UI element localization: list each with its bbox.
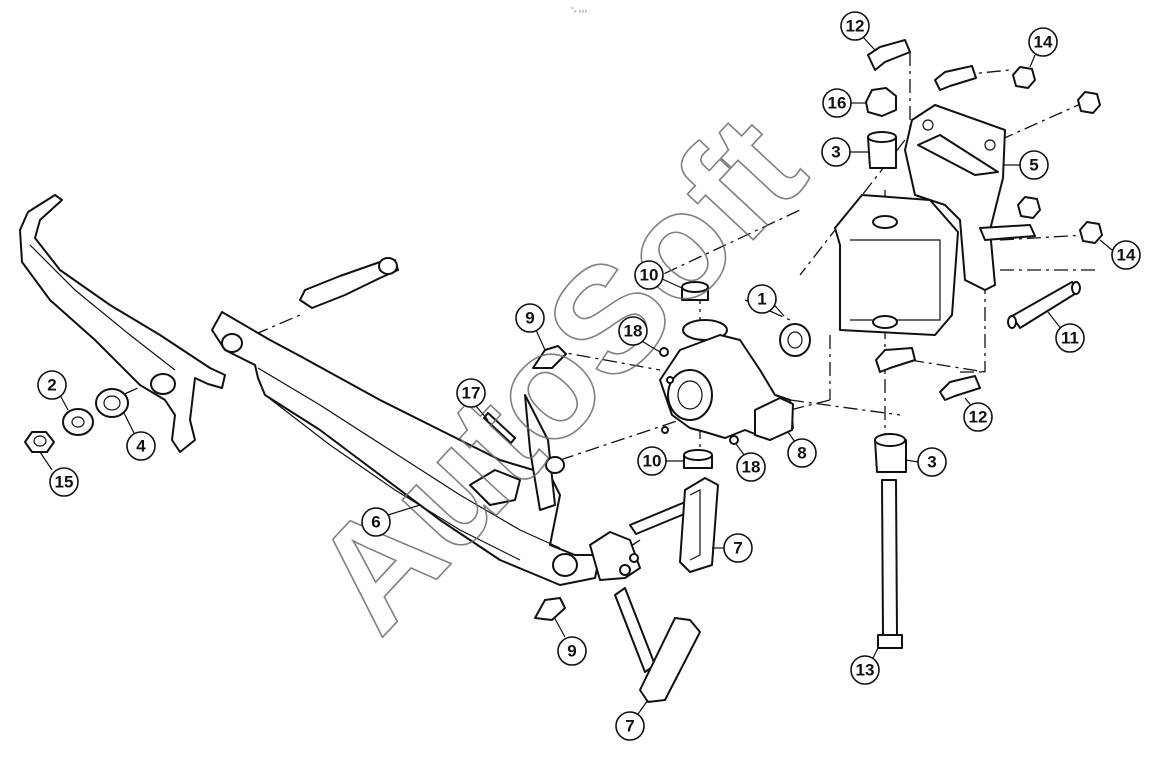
svg-text:12: 12	[846, 17, 865, 36]
bushing-3-upper	[867, 131, 897, 169]
callout-10-upper: 10	[634, 260, 683, 290]
cap-nut-16	[865, 87, 897, 117]
nut-14-upper	[1012, 66, 1036, 89]
svg-text:4: 4	[136, 437, 146, 456]
svg-text:18: 18	[624, 322, 643, 341]
callout-16: 16	[822, 88, 866, 118]
svg-text:13: 13	[856, 661, 875, 680]
callout-4: 4	[123, 412, 156, 461]
callout-5: 5	[1003, 150, 1049, 180]
nut-14-lower	[1079, 221, 1103, 244]
svg-text:3: 3	[831, 143, 840, 162]
callout-1: 1	[747, 284, 785, 317]
washer-2	[62, 408, 94, 436]
bushing-3-lower	[874, 433, 907, 473]
clip-9-lower	[534, 597, 566, 621]
svg-text:1: 1	[757, 290, 766, 309]
bolt-12-upper	[867, 39, 911, 71]
svg-text:18: 18	[742, 458, 761, 477]
grease-fitting-18-lower	[729, 435, 739, 445]
callout-11: 11	[1047, 311, 1085, 353]
nut-14-mid	[1017, 196, 1041, 219]
callout-13: 13	[850, 647, 880, 685]
callout-10-lower: 10	[637, 446, 684, 476]
callout-3-lower: 3	[905, 447, 947, 477]
nut-14-right	[1077, 91, 1101, 114]
washer-1	[779, 323, 811, 357]
spring-11	[1007, 281, 1081, 329]
svg-text:10: 10	[640, 266, 659, 285]
svg-text:11: 11	[1061, 329, 1079, 348]
callout-labels: 1 2 3 3 4 5	[37, 11, 1141, 741]
callout-3-upper: 3	[821, 137, 868, 167]
callout-6: 6	[361, 504, 421, 537]
svg-text:12: 12	[969, 408, 988, 427]
svg-text:17: 17	[462, 384, 481, 403]
callout-15: 15	[39, 451, 79, 497]
flange-nut-15	[24, 431, 55, 453]
corner-mark: °₀ ₀₀₀	[571, 6, 587, 14]
svg-text:10: 10	[643, 452, 662, 471]
pedal-plate	[19, 194, 226, 453]
axle-pin	[299, 257, 399, 309]
left-fasteners	[24, 388, 129, 453]
svg-text:2: 2	[47, 376, 56, 395]
callout-9-upper: 9	[515, 303, 546, 351]
svg-text:9: 9	[525, 309, 534, 328]
callout-17: 17	[456, 378, 489, 421]
callout-9-lower: 9	[553, 616, 587, 666]
callout-12-upper: 12	[840, 11, 876, 51]
callout-2: 2	[37, 370, 69, 411]
svg-text:5: 5	[1029, 156, 1038, 175]
spacer-4	[95, 388, 129, 418]
svg-text:6: 6	[371, 513, 380, 532]
svg-text:8: 8	[797, 444, 806, 463]
callout-12-lower: 12	[963, 397, 993, 432]
svg-text:14: 14	[1117, 246, 1136, 265]
tie-rod-7-upper	[629, 477, 719, 573]
svg-text:16: 16	[828, 94, 847, 113]
bushing-10-upper	[681, 281, 709, 301]
callout-14-lower: 14	[1099, 239, 1141, 270]
bolt-12-top-right	[934, 65, 977, 91]
bolt-12-lower	[939, 375, 981, 401]
long-bolt-13	[877, 479, 903, 649]
frame-bracket	[834, 104, 1036, 336]
svg-text:7: 7	[733, 539, 742, 558]
callout-18-upper: 18	[618, 316, 661, 353]
callout-14-upper: 14	[1028, 27, 1058, 68]
callout-18-lower: 18	[735, 443, 766, 482]
tie-rod-7-lower	[614, 587, 701, 703]
clip-9-upper	[532, 345, 567, 369]
bushing-10-lower	[683, 449, 713, 469]
callout-8: 8	[787, 431, 817, 468]
clevis-bracket	[589, 531, 641, 581]
roll-pin-17	[483, 412, 516, 444]
svg-text:7: 7	[625, 717, 634, 736]
svg-text:15: 15	[55, 473, 74, 492]
svg-text:9: 9	[567, 642, 576, 661]
callout-7-upper: 7	[712, 533, 753, 563]
spindle-housing	[659, 319, 794, 441]
main-lever-arm	[211, 311, 601, 586]
callout-7-lower: 7	[615, 699, 649, 741]
bolt-12-mid	[875, 347, 916, 373]
svg-text:14: 14	[1034, 33, 1053, 52]
svg-text:3: 3	[927, 453, 936, 472]
